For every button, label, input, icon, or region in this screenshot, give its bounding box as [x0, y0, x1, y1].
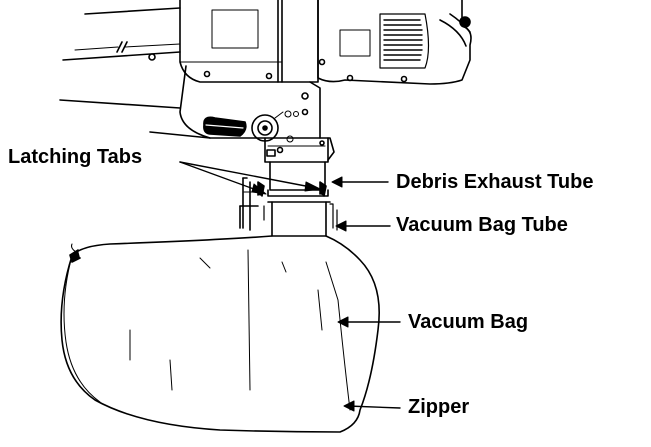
- switch-knob: [203, 110, 299, 154]
- arrowhead: [337, 316, 349, 328]
- arrowhead: [331, 176, 343, 188]
- arrowhead: [335, 220, 347, 232]
- outlet-neck: [264, 137, 335, 163]
- label-vacuum-bag-tube: Vacuum Bag Tube: [396, 214, 568, 236]
- vacuum-bag-tube: [263, 201, 331, 237]
- label-debris-exhaust-tube: Debris Exhaust Tube: [396, 171, 594, 193]
- debris-exhaust-tube: [267, 161, 329, 197]
- arrowhead: [251, 183, 267, 195]
- main-housing: [179, 0, 319, 83]
- label-latching-tabs: Latching Tabs: [8, 146, 143, 168]
- label-vacuum-bag: Vacuum Bag: [408, 311, 529, 333]
- label-arrows: [179, 161, 401, 409]
- motor-housing: [317, 0, 472, 85]
- lower-housing: [59, 65, 321, 139]
- vacuum-bag: [60, 235, 380, 433]
- arrowhead: [343, 400, 355, 412]
- arrowhead: [304, 181, 321, 192]
- label-zipper: Zipper: [408, 396, 470, 418]
- handle-tube: [62, 7, 181, 61]
